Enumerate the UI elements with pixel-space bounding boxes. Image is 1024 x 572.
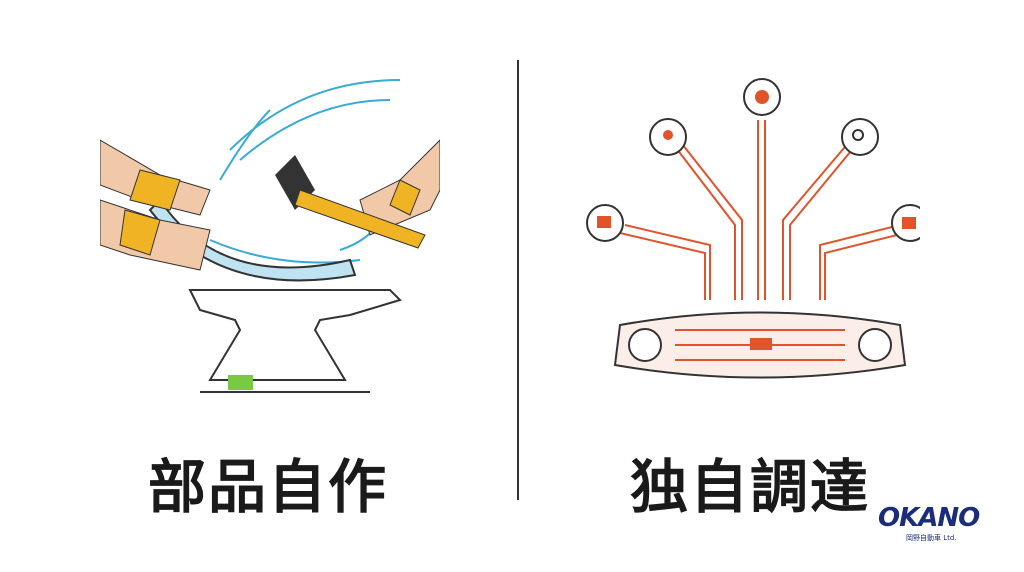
anvil-hammer-illustration bbox=[100, 79, 440, 393]
right-title: 独自調達 bbox=[630, 453, 871, 521]
logo-name: OKANO bbox=[878, 503, 980, 533]
hammer-handle bbox=[294, 189, 426, 249]
sourcing-network-illustration bbox=[586, 78, 920, 379]
anvil bbox=[188, 289, 402, 381]
left-title: 部品自作 bbox=[148, 453, 389, 521]
company-logo: OKANO 岡野自動車 Ltd. bbox=[878, 503, 988, 543]
divider bbox=[517, 60, 519, 500]
logo-subtitle: 岡野自動車 Ltd. bbox=[906, 534, 957, 542]
